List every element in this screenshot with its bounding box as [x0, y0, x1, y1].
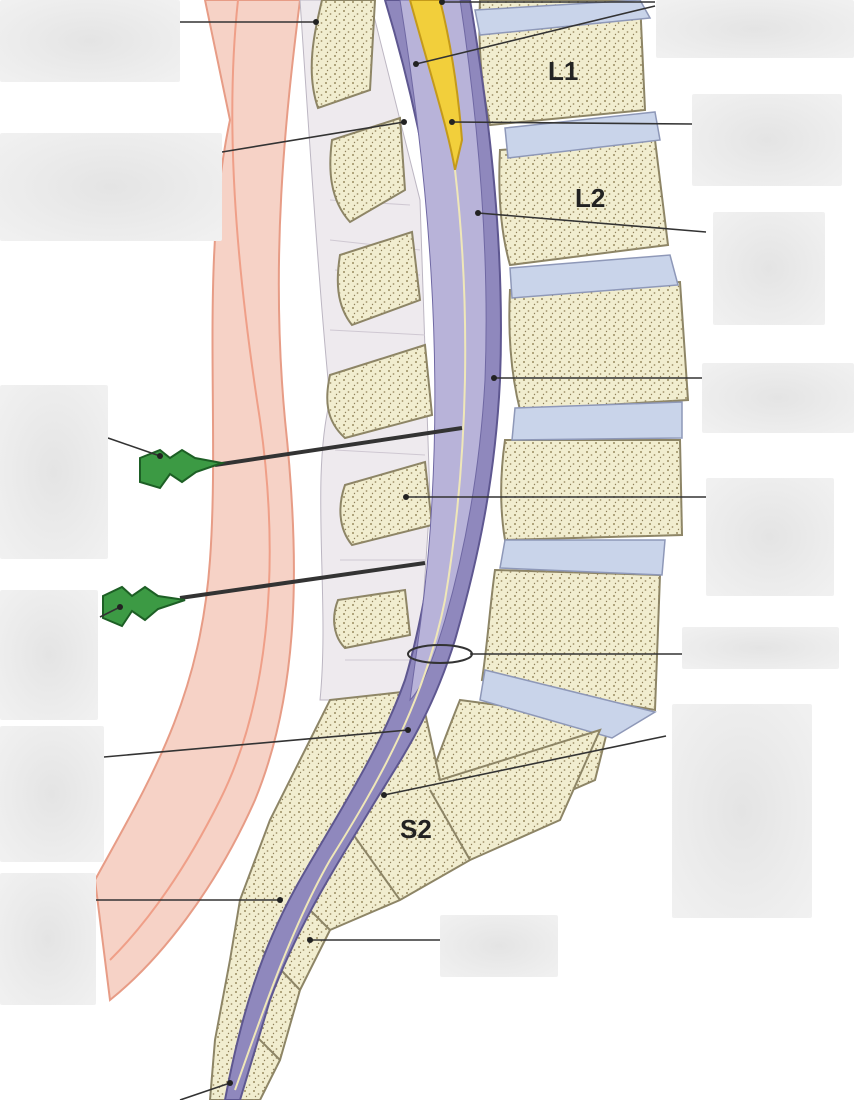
answer-box-14[interactable]: [672, 704, 812, 918]
leader-lines: [96, 1, 707, 1100]
answer-box-4[interactable]: [0, 590, 98, 720]
label-l2: L2: [575, 183, 605, 213]
leader-line-dots: [117, 0, 497, 1086]
answer-box-1[interactable]: [0, 0, 180, 82]
answer-box-8[interactable]: [656, 0, 854, 58]
answer-box-2[interactable]: [0, 133, 222, 241]
answer-box-11[interactable]: [702, 363, 854, 433]
label-l1: L1: [548, 56, 578, 86]
answer-box-6[interactable]: [0, 873, 96, 1005]
answer-box-13[interactable]: [682, 627, 839, 669]
intervertebral-discs: [474, 0, 683, 739]
label-s2: S2: [400, 814, 432, 844]
answer-box-9[interactable]: [692, 94, 842, 186]
spinal-needle-lower: [102, 561, 426, 628]
answer-box-3[interactable]: [0, 385, 108, 559]
answer-box-7[interactable]: [440, 915, 558, 977]
skin-layer: [93, 0, 302, 1002]
answer-box-10[interactable]: [713, 212, 825, 325]
answer-box-12[interactable]: [706, 478, 834, 596]
spinal-needle-upper: [139, 426, 463, 490]
answer-box-5[interactable]: [0, 726, 104, 862]
